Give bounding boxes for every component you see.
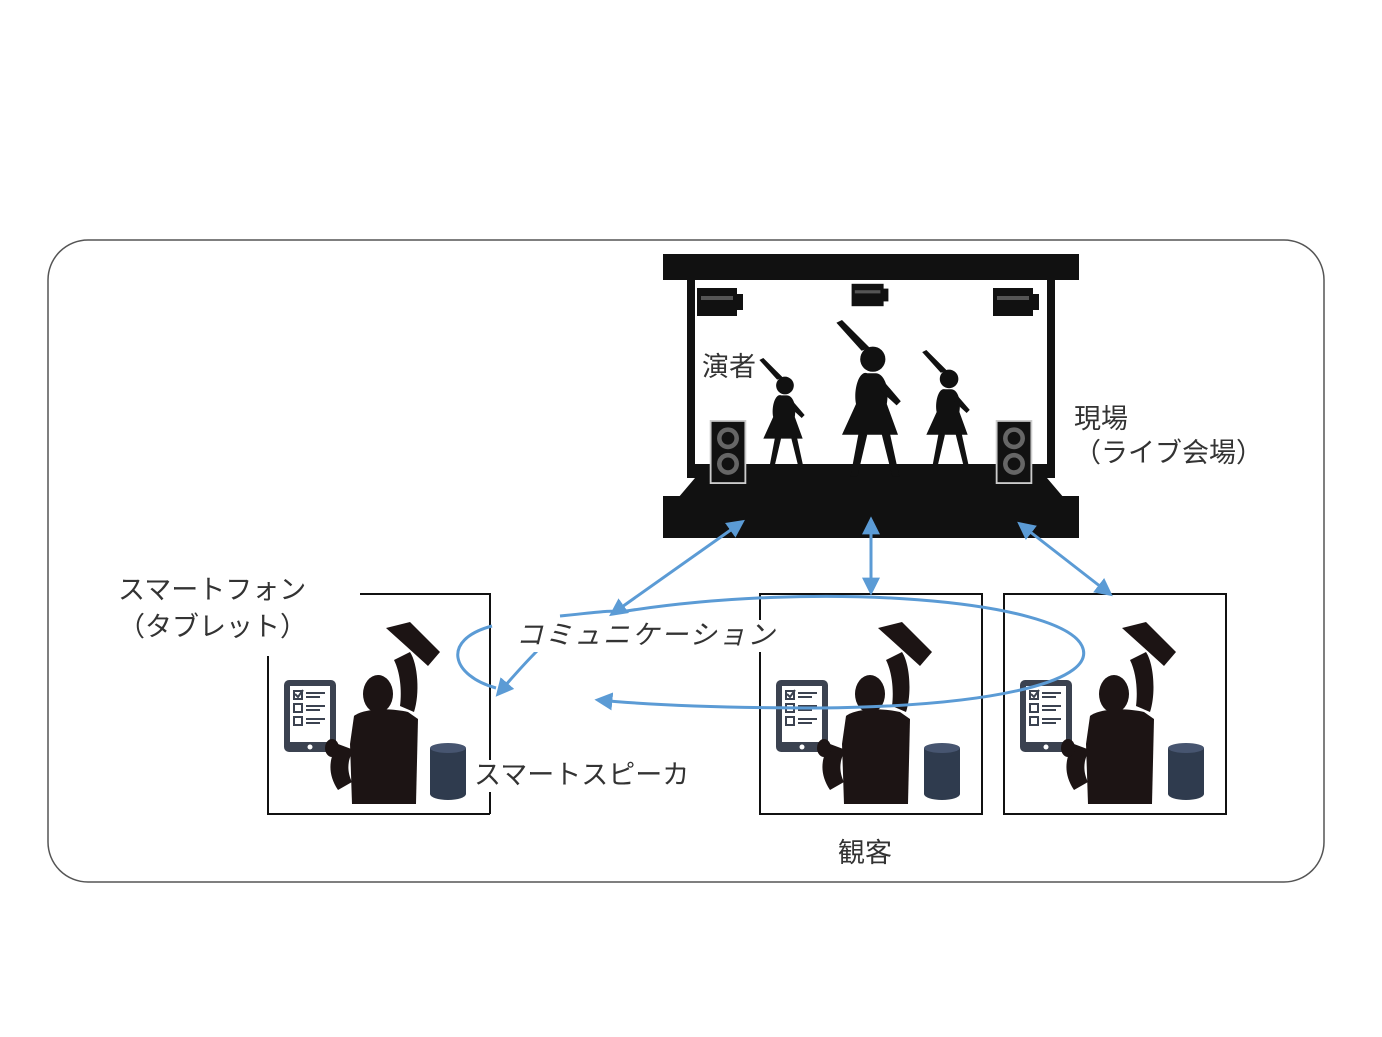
audience-box-right (1003, 593, 1227, 815)
audience-label: 観客 (838, 838, 892, 869)
venue-label-line2: （ライブ会場） (1074, 438, 1263, 469)
outer-frame (47, 239, 1325, 883)
smart-speaker-icon (1168, 743, 1204, 800)
venue-label-line1: 現場 (1074, 404, 1128, 435)
smartphone-label-line2: （タブレット） (118, 612, 307, 643)
performer-label: 演者 (702, 352, 756, 383)
arrow-left-to-stage (609, 519, 745, 617)
stage-icon (663, 254, 1079, 538)
audience-box-left (267, 593, 491, 815)
fan-silhouette-icon (1019, 621, 1177, 805)
spotlight-icon (851, 283, 889, 307)
communication-label: コミュニケーション (512, 620, 781, 653)
audience-box-middle (759, 593, 983, 815)
fan-silhouette-icon (283, 621, 441, 805)
smart-speaker-icon (924, 743, 960, 800)
arrow-right-to-stage (1017, 521, 1113, 597)
loudspeaker-icon (709, 420, 747, 484)
smart-speaker-label: スマートスピーカ (474, 760, 690, 793)
spotlight-icon (697, 288, 743, 316)
communication-flow (456, 516, 1113, 711)
dancer-icon (836, 320, 901, 477)
dancer-icon (922, 350, 970, 466)
dancer-icon (759, 358, 805, 469)
smartphone-label-line1: スマートフォン (118, 575, 307, 606)
communication-loop (456, 624, 497, 690)
smart-speaker-icon (430, 743, 466, 800)
spotlight-icon (993, 288, 1039, 316)
fan-silhouette-icon (775, 621, 933, 805)
loudspeaker-icon (995, 420, 1033, 484)
